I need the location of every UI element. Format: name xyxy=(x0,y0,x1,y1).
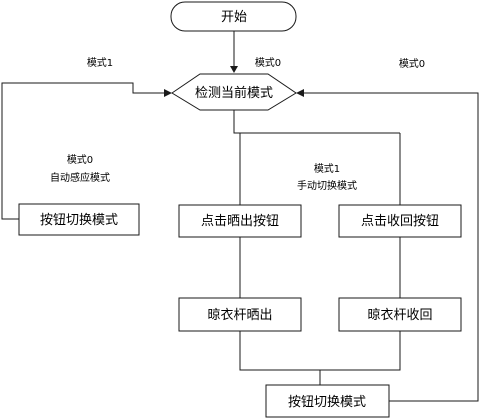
arrowhead-left-loop xyxy=(164,89,172,97)
node-click-retract-label: 点击收回按钮 xyxy=(361,214,439,229)
edge-label-left-loop-mode: 模式1 xyxy=(87,56,113,69)
node-switch-bottom: 按钮切换模式 xyxy=(265,384,390,418)
node-rack-dry: 晾衣杆晒出 xyxy=(178,297,302,332)
node-start: 开始 xyxy=(170,1,297,32)
node-rack-dry-label: 晾衣杆晒出 xyxy=(207,307,272,323)
edge-label-auto-mode-num: 模式0 xyxy=(67,153,93,166)
node-rack-retract: 晾衣杆收回 xyxy=(338,297,462,332)
edge-label-auto-mode-name: 自动感应模式 xyxy=(50,171,110,184)
arrowhead-start-to-detect xyxy=(230,66,238,73)
node-start-label: 开始 xyxy=(221,10,247,25)
edge-label-manual-mode-name: 手动切换模式 xyxy=(297,179,357,192)
edge-right-loop xyxy=(303,92,479,402)
node-click-dry-label: 点击晒出按钮 xyxy=(201,214,279,229)
node-detect-mode-label: 检测当前模式 xyxy=(195,85,273,101)
edge-label-right-loop-mode: 模式0 xyxy=(399,57,425,70)
arrowhead-right-loop xyxy=(296,89,304,97)
node-detect-mode: 检测当前模式 xyxy=(171,73,297,111)
edge-label-manual-mode-num: 模式1 xyxy=(314,162,340,175)
node-click-retract: 点击收回按钮 xyxy=(338,204,462,238)
node-switch-left: 按钮切换模式 xyxy=(18,203,140,236)
node-rack-retract-label: 晾衣杆收回 xyxy=(367,307,432,323)
edge-detect-split xyxy=(233,110,400,134)
node-switch-bottom-label: 按钮切换模式 xyxy=(288,395,366,410)
node-click-dry: 点击晒出按钮 xyxy=(178,204,302,238)
edge-label-start-mode: 模式0 xyxy=(255,56,281,69)
node-switch-left-label: 按钮切换模式 xyxy=(40,213,118,228)
edge-racks-merge xyxy=(239,331,401,385)
edge-left-loop xyxy=(1,82,165,220)
